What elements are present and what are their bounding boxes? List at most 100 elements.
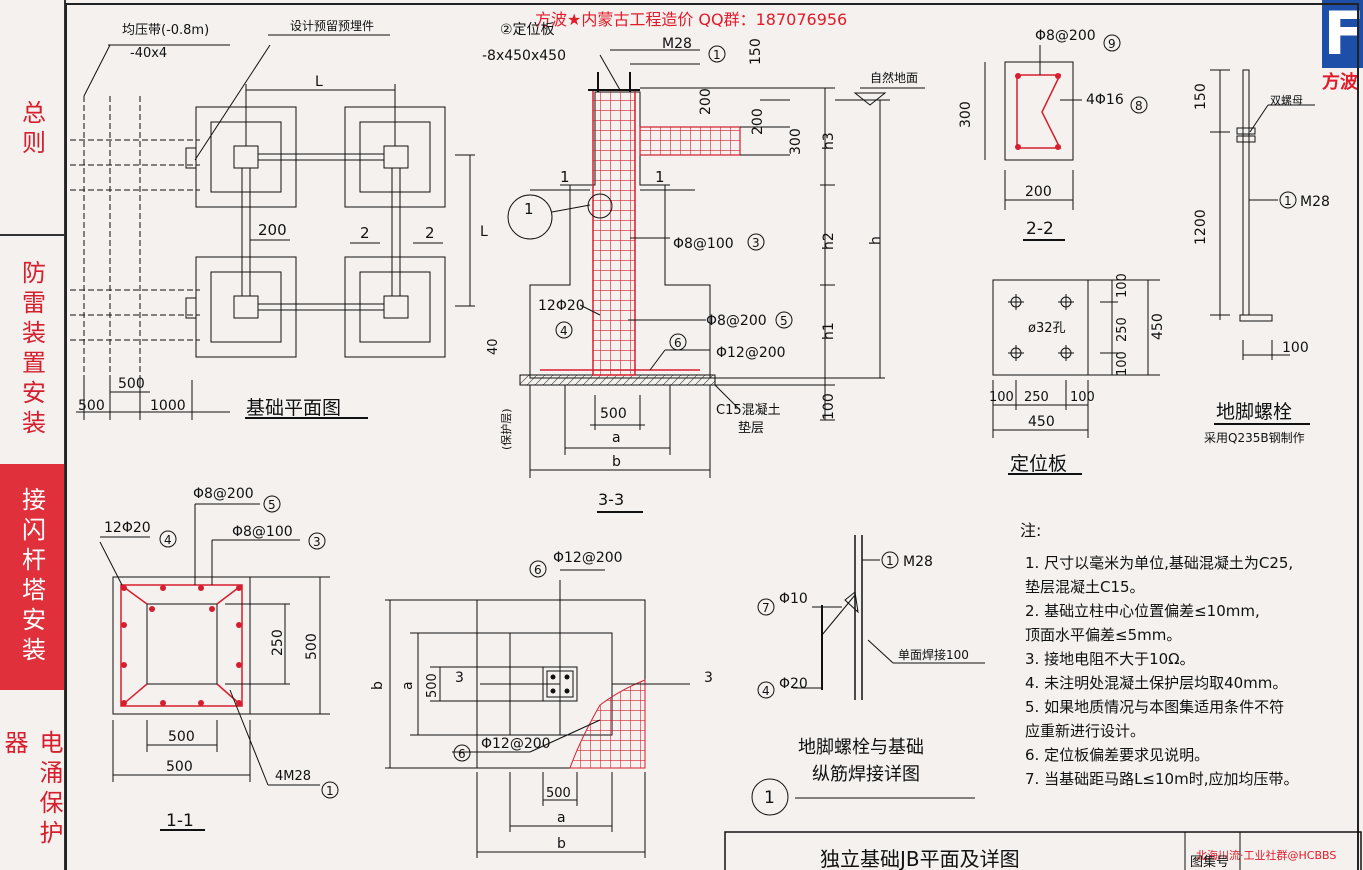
dim-L-top: L	[315, 74, 323, 90]
section-2-2-labels: Φ8@200 9 4Φ16 8 300 200 2-2	[958, 28, 1148, 239]
note-line: 顶面水平偏差≤5mm。	[1025, 626, 1181, 644]
dim-150: 150	[1193, 83, 1209, 110]
side-bar-circle	[1130, 96, 1148, 114]
mesh-bottom-label: Φ12@200	[481, 736, 551, 752]
weld-detail-labels: 1 M28 7 Φ10 单面焊接100 4 Φ20 地脚螺栓与基础 纵筋焊接详图…	[751, 551, 969, 816]
dim-500a: 500	[78, 398, 105, 414]
anchor-bolt	[1210, 69, 1315, 425]
stirrup-200-label: Φ8@200	[706, 313, 767, 329]
stirrup-100-label: Φ8@100	[673, 236, 734, 252]
bar10-label: Φ10	[779, 591, 808, 607]
note-line: 7. 当基础距马路L≤10m时,应加均压带。	[1025, 770, 1298, 788]
dim-100: 100	[1282, 340, 1309, 356]
note-line: 1. 尺寸以毫米为单位,基础混凝土为C25,	[1025, 554, 1293, 572]
foundation-detail-plan-labels: 6 Φ12@200 6 Φ12@200 b a 500 3 3 500 a b	[370, 550, 713, 852]
mesh-callout-no: 6	[674, 336, 682, 350]
bolt-callout-circle	[1279, 191, 1297, 209]
bolt-callout-no: 1	[1284, 194, 1292, 208]
dim-b: b	[612, 454, 621, 470]
drawing-title: 独立基础JB平面及详图	[820, 847, 1020, 870]
section-2-2	[984, 45, 1082, 241]
notes-title: 注:	[1020, 521, 1041, 540]
brand-logo-text: 方波	[1322, 72, 1358, 93]
note-line: 垫层混凝土C15。	[1025, 578, 1145, 596]
sidebar-item-surge-protector[interactable]: 电涌保护器	[0, 700, 64, 870]
stirrup-200-no: 5	[780, 314, 788, 328]
dim-h100b: 100	[1070, 390, 1095, 405]
dim-500: 500	[600, 406, 627, 422]
anchor-bolt-labels: 双螺母 1 M28 150 1200 100 地脚螺栓 采用Q235B钢制作	[1193, 83, 1330, 445]
sidebar-item-general[interactable]: 总则	[0, 30, 64, 230]
cover-label: (保护层)	[499, 408, 513, 450]
mesh-bottom-circle	[453, 744, 471, 762]
forum-watermark: 北海川流·工业社群@HCBBS	[1196, 849, 1337, 862]
natural-grade-label: 自然地面	[870, 70, 918, 85]
anchor-bolt-note: 采用Q235B钢制作	[1204, 431, 1305, 445]
sidebar-item-air-terminal-tower[interactable]: 接闪杆塔安装	[0, 464, 64, 690]
anchor-bolt-title: 地脚螺栓	[1216, 401, 1292, 423]
note-line: 5. 如果地质情况与本图集适用条件不符	[1025, 698, 1284, 716]
section-mark-3a: 3	[455, 670, 464, 686]
dim-h3: h3	[821, 132, 837, 150]
section-2-2-dots	[1015, 73, 1061, 150]
detail-no-circle	[751, 778, 789, 816]
foundation-detail-plan	[385, 569, 690, 858]
weld-detail-title-2: 纵筋焊接详图	[812, 764, 920, 785]
dim-b-vertical: b	[370, 681, 386, 690]
equalizer-label: 均压带(-0.8m)	[122, 23, 209, 38]
weld-length-label: 单面焊接100	[898, 647, 969, 662]
bar10-no: 7	[762, 601, 770, 615]
pad-label-2: 垫层	[738, 420, 764, 436]
locating-plate-title: 定位板	[1010, 453, 1067, 475]
locating-plate-size: -8x450x450	[482, 48, 566, 64]
equalizer-size: -40x4	[130, 46, 167, 61]
mesh-top-circle	[529, 560, 547, 578]
weld-m28-circle	[881, 551, 899, 569]
weld-m28-label: M28	[903, 554, 933, 570]
watermark-text: 方波★内蒙古工程造价 QQ群：187076956	[535, 10, 848, 29]
foundation-plan-labels: 均压带(-0.8m) -40x4 设计预留预埋件 L L 200 2 2 500…	[78, 19, 488, 419]
section-mark-1a: 1	[560, 168, 570, 186]
section-3-3-labels: ②定位板 -8x450x450 M28 1 150 200 200 300 自然…	[482, 22, 918, 509]
dim-a-horizontal: a	[557, 810, 566, 826]
title-block: 独立基础JB平面及详图 图集号	[724, 831, 1362, 870]
atlas-label: 图集号	[1190, 854, 1229, 870]
drawing-canvas: 均压带(-0.8m) -40x4 设计预留预埋件 L L 200 2 2 500…	[65, 3, 1362, 870]
section-mark-3b: 3	[704, 670, 713, 686]
locating-plate-mark: ②定位板	[500, 22, 555, 38]
bar20-circle	[757, 681, 775, 699]
section-1-1-dots	[121, 585, 242, 706]
dim-1000: 1000	[150, 398, 186, 414]
bolt-m28-label: M28	[1300, 194, 1330, 210]
note-line: 4. 未注明处混凝土保护层均取40mm。	[1025, 674, 1287, 692]
sidebar-item-lightning-protection[interactable]: 防雷装置安装	[0, 240, 64, 460]
sidebar-divider	[0, 234, 64, 236]
section-mark-2a: 2	[360, 224, 370, 242]
main-bar-circle	[555, 321, 573, 339]
dim-150: 150	[748, 38, 764, 65]
dim-v250: 250	[1115, 317, 1130, 342]
sidebar-item-label: 防雷装置安装	[17, 260, 46, 440]
side-bar-no: 8	[1135, 99, 1143, 113]
top-bar-circle	[1103, 34, 1121, 52]
dim-500-horizontal: 500	[546, 786, 571, 801]
main-bar-circle	[159, 530, 177, 548]
dim-h2: h2	[821, 232, 837, 250]
weld-detail-title-1: 地脚螺栓与基础	[798, 737, 924, 758]
section-2-2-title: 2-2	[1026, 219, 1054, 239]
note-line: 3. 接地电阻不大于10Ω。	[1025, 650, 1195, 668]
dim-100: 100	[821, 393, 837, 420]
bolts-label: 4M28	[275, 769, 311, 784]
stirrup-200-circle	[263, 495, 281, 513]
weld-m28-no: 1	[886, 554, 894, 568]
dim-500a: 500	[168, 729, 195, 745]
stirrup-100-circle	[747, 233, 765, 251]
m28-callout-no: 1	[713, 48, 721, 62]
dim-b-horizontal: b	[557, 836, 566, 852]
double-nut-label: 双螺母	[1270, 94, 1303, 107]
foundation-plan	[70, 34, 475, 420]
dim-250: 250	[270, 629, 286, 656]
main-bar-label: 12Φ20	[104, 520, 151, 536]
stirrup-100-no: 3	[752, 236, 760, 250]
dim-300: 300	[788, 128, 804, 155]
